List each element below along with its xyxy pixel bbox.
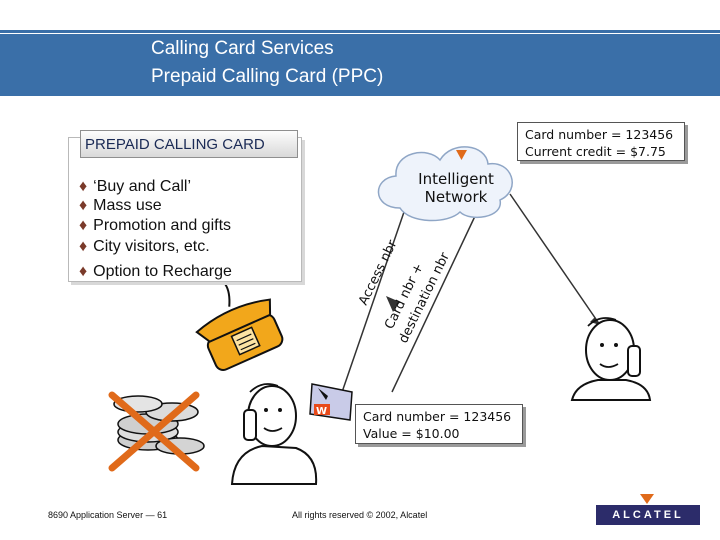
card-panel	[68, 137, 302, 282]
cross-icon	[108, 391, 200, 472]
footer-copyright: All rights reserved © 2002, Alcatel	[292, 510, 428, 520]
card-bullet-1: ♦ ‘Buy and Call’	[79, 178, 191, 196]
callee-person-icon	[570, 317, 652, 401]
card-panel-header: PREPAID CALLING CARD	[80, 130, 298, 158]
current-credit-box: Card number = 123456 Current credit = $7…	[517, 122, 685, 161]
slide-title: Calling Card Services	[151, 38, 334, 59]
card-bullet-text: Promotion and gifts	[93, 217, 232, 234]
callee-link-line	[509, 193, 601, 326]
header-top-line	[0, 30, 720, 33]
card-bullet-text: Mass use	[93, 197, 162, 214]
telephone-icon	[195, 275, 284, 371]
card-bullet-2: ♦ Mass use	[79, 197, 162, 215]
card-bullet-text: City visitors, etc.	[93, 238, 210, 255]
card-bullet-4: ♦ City visitors, etc.	[79, 238, 210, 256]
card-bullet-5: ♦ Option to Recharge	[79, 263, 232, 281]
network-label-line2: Network	[425, 188, 488, 206]
cloud-icon	[377, 146, 513, 222]
access-link-line	[339, 211, 405, 399]
current-credit-line1: Card number = 123456	[525, 127, 674, 142]
card-bullet-text: ‘Buy and Call’	[93, 178, 191, 195]
logo-marker-icon	[640, 494, 654, 504]
card-value-line2: Value = $10.00	[363, 426, 460, 441]
bullet-icon: ♦	[79, 178, 88, 195]
card-value-box: Card number = 123456 Value = $10.00	[355, 404, 523, 444]
network-label-line1: Intelligent	[418, 170, 494, 188]
bullet-icon: ♦	[79, 217, 88, 234]
card-value-line1: Card number = 123456	[363, 409, 512, 424]
card-link-line	[391, 213, 477, 393]
access-link-label: Access nbr	[356, 237, 401, 308]
bullet-icon: ♦	[79, 238, 88, 255]
access-arrow-head	[386, 296, 400, 312]
header-band	[0, 34, 720, 96]
current-credit-line2: Current credit = $7.75	[525, 144, 666, 159]
svg-text:W: W	[316, 406, 327, 417]
alcatel-logo: ALCATEL	[596, 505, 700, 525]
card-bullet-text: Option to Recharge	[93, 263, 232, 280]
slide-subtitle: Prepaid Calling Card (PPC)	[151, 66, 384, 87]
card-reader-icon: W	[309, 383, 353, 421]
card-bullet-3: ♦ Promotion and gifts	[79, 217, 231, 235]
caller-person-icon	[230, 383, 318, 485]
footer-page-info: 8690 Application Server — 61	[48, 510, 168, 520]
bullet-icon: ♦	[79, 197, 88, 214]
bullet-icon: ♦	[79, 263, 88, 280]
